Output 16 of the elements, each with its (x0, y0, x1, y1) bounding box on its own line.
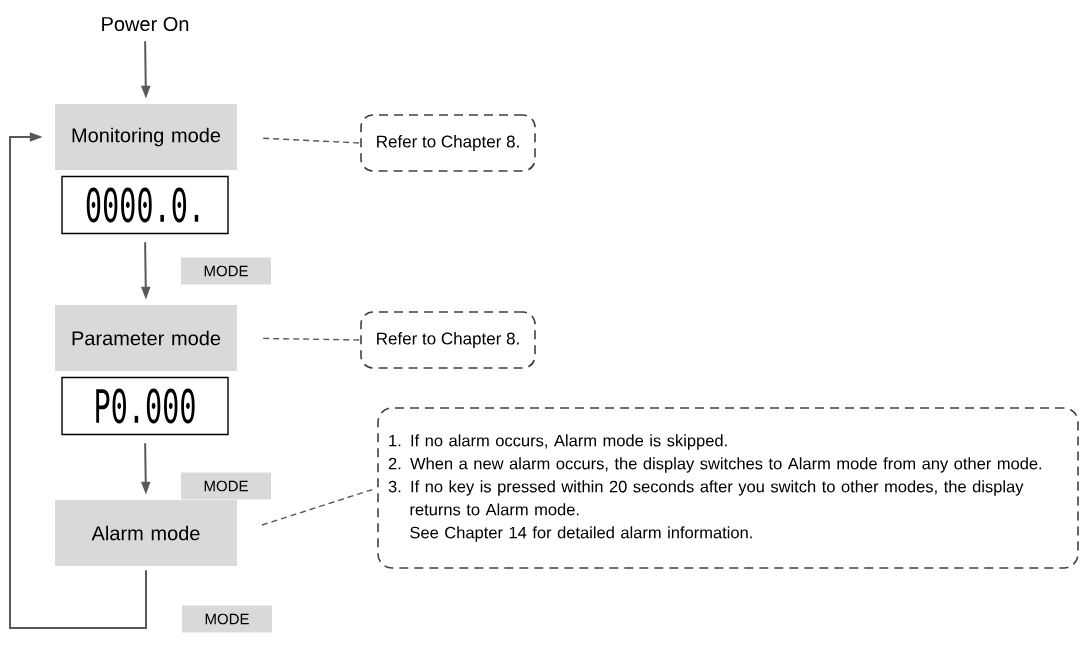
arrow (9, 132, 147, 629)
note-bracket-box: Refer to Chapter 8. (360, 114, 536, 172)
mode-box: Parameter mode (55, 305, 237, 371)
note-text: 2. When a new alarm occurs, the display switches to Alarm mode from any other mode. (388, 457, 1042, 473)
display-readout: P0.000 (61, 376, 229, 436)
note-bracket-box: Refer to Chapter 8. (360, 311, 536, 369)
edge-label: MODE (182, 605, 272, 633)
note-text: See Chapter 14 for detailed alarm information. (410, 526, 752, 542)
mode-box: Monitoring mode (55, 104, 237, 170)
note-bracket-box (377, 407, 1079, 569)
start-label: Power On (102, 16, 189, 32)
edge-label: MODE (181, 257, 271, 285)
edge-label: MODE (181, 472, 271, 500)
note-text: 1. If no alarm occurs, Alarm mode is skipped. (389, 434, 727, 450)
display-readout: 0000.0. (61, 175, 229, 235)
note-text: 3. If no key is pressed within 20 seconds after you switch to other modes, the display returns to Alarm mode. (388, 480, 1024, 516)
